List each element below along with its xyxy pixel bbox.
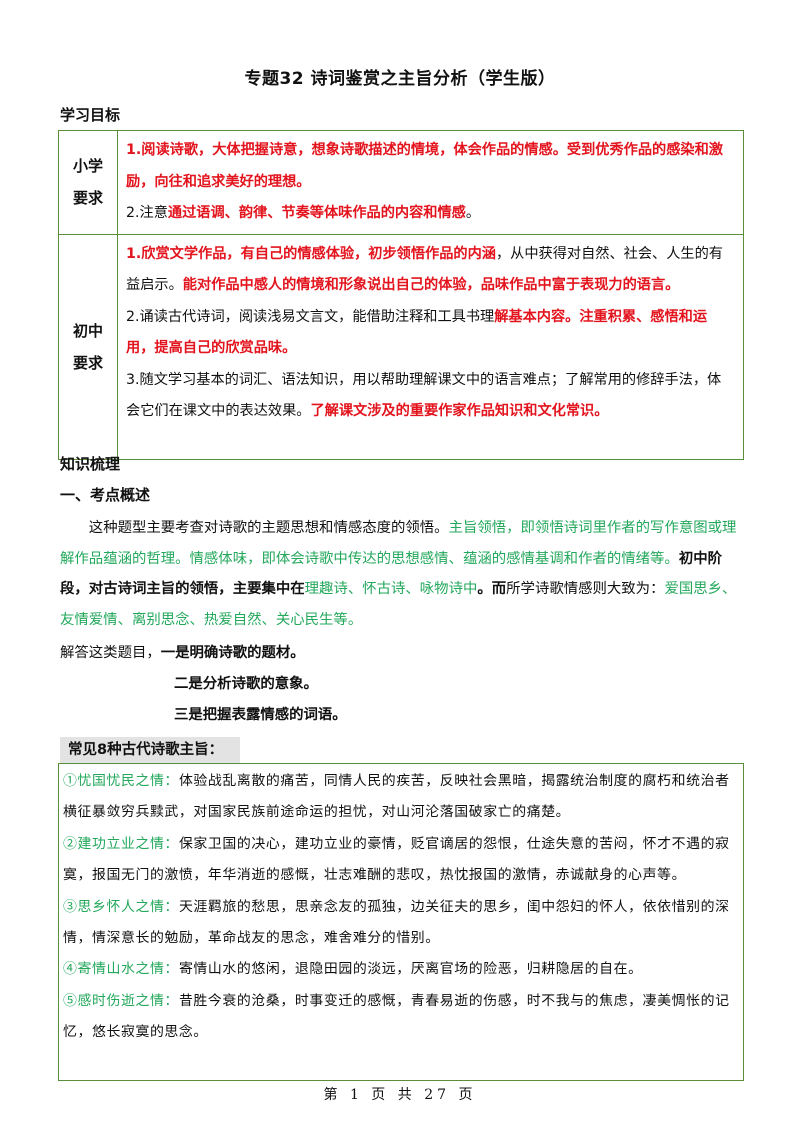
- list-item: ②建功立业之情：保家卫国的决心，建功立业的豪情，贬官谪居的怨恨，仕途失意的苦闷，…: [63, 835, 730, 884]
- goal-text: 1.阅读诗歌，大体把握诗意，想象诗歌描述的情境，体会作品的情感。受到优秀作品的感…: [126, 142, 723, 190]
- answer-step-3: 三是把握表露情感的词语。: [174, 707, 347, 723]
- overview-paragraph: 这种题型主要考查对诗歌的主题思想和情感态度的领悟。主旨领悟，即领悟诗词里作者的写…: [60, 520, 737, 628]
- list-item: ④寄情山水之情：寄情山水的悠闲，退隐田园的淡远，厌离官场的险恶，归耕隐居的自在。: [63, 961, 643, 978]
- themes-heading: 常见8种古代诗歌主旨：: [60, 737, 240, 763]
- goal-text: 了解课文涉及的重要作家作品知识和文化常识。: [310, 403, 609, 419]
- learning-goals-heading: 学习目标: [60, 106, 121, 124]
- goal-text: 通过语调、韵律、节奏等体味作品的内容和情感: [167, 205, 466, 221]
- page-footer: 第 1 页 共 27 页: [323, 1087, 477, 1103]
- list-item: ③思乡怀人之情：天涯羁旅的愁思，思亲念友的孤独，边关征夫的思乡，闺中怨妇的怀人，…: [63, 898, 730, 947]
- answer-step-2: 二是分析诗歌的意象。: [174, 676, 318, 692]
- goal-text: 能对作品中感人的情境和形象说出自己的体验，品味作品中富于表现力的语言。: [182, 277, 680, 293]
- answer-intro-line: 解答这类题目，一是明确诗歌的题材。: [60, 645, 305, 661]
- row-label-primary: 小学 要求: [58, 130, 118, 235]
- learning-goals-table: 小学 要求 1.阅读诗歌，大体把握诗意，想象诗歌描述的情境，体会作品的情感。受到…: [58, 130, 744, 460]
- row-body-junior: 1.欣赏文学作品，有自己的情感体验，初步领悟作品的内涵，从中获得对自然、社会、人…: [117, 233, 744, 460]
- table-row: 初中 要求 1.欣赏文学作品，有自己的情感体验，初步领悟作品的内涵，从中获得对自…: [58, 233, 744, 460]
- goal-text: ，从中获得对自然、社会、人生的有益启示。: [126, 245, 723, 294]
- goal-text: 1.欣赏文学作品，有自己的情感体验，初步领悟作品的内涵: [126, 245, 496, 262]
- list-item: ⑤感时伤逝之情：昔胜今衰的沧桑，时事变迁的感慨，青春易逝的伤感，时不我与的焦虑，…: [63, 992, 730, 1041]
- row-body-primary: 1.阅读诗歌，大体把握诗意，想象诗歌描述的情境，体会作品的情感。受到优秀作品的感…: [117, 130, 744, 235]
- overview-subheading: 一、考点概述: [60, 486, 151, 504]
- goal-text: 解基本内容。注重积累、感悟和运用，提高自己的欣赏品味。: [126, 308, 708, 357]
- row-label-junior: 初中 要求: [58, 233, 118, 460]
- goal-text: 2.诵读古代诗词，阅读浅易文言文，能借助注释和工具书理: [126, 308, 495, 325]
- list-item: ①忧国忧民之情：体验战乱离散的痛苦，同情人民的疾苦，反映社会黑暗，揭露统治制度的…: [63, 773, 730, 821]
- knowledge-heading: 知识梳理: [60, 455, 121, 473]
- goal-text: 3.随文学习基本的词汇、语法知识，用以帮助理解课文中的语言难点；了解常用的修辞手…: [126, 371, 722, 420]
- table-row: 小学 要求 1.阅读诗歌，大体把握诗意，想象诗歌描述的情境，体会作品的情感。受到…: [58, 130, 744, 235]
- goal-text: 。: [465, 205, 481, 221]
- page-title: 专题32 诗词鉴赏之主旨分析（学生版）: [244, 69, 556, 89]
- goal-text: 2.注意: [126, 205, 168, 221]
- themes-box: ①忧国忧民之情：体验战乱离散的痛苦，同情人民的疾苦，反映社会黑暗，揭露统治制度的…: [58, 763, 744, 1081]
